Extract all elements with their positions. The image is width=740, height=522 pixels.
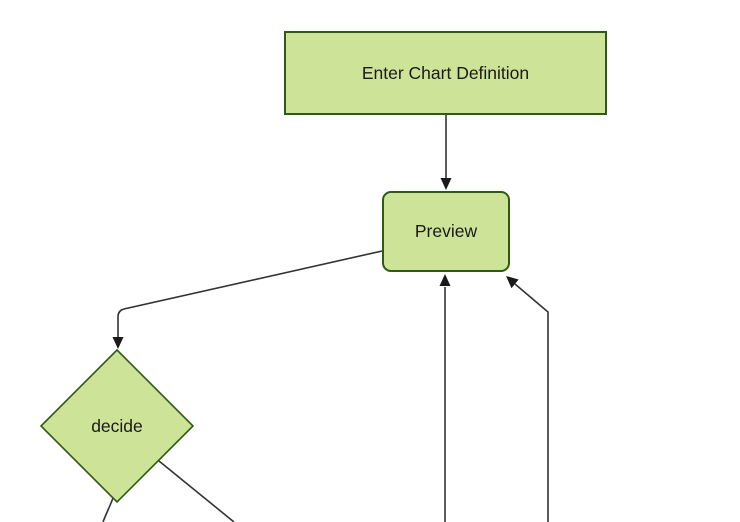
node-preview: Preview (382, 191, 510, 272)
edge-preview-to-decide (112, 250, 383, 349)
edge-bottom-to-preview (439, 274, 451, 522)
edge-decide-to-offscreen-left (102, 497, 114, 522)
node-preview-label: Preview (414, 221, 478, 241)
edge-enter-to-preview (440, 115, 452, 190)
edge-decide-to-offscreen-right (158, 460, 235, 522)
edge-bottom-right-to-preview (506, 276, 549, 522)
node-decide-shape (39, 348, 195, 504)
node-enter-chart-definition: Enter Chart Definition (284, 31, 607, 115)
node-enter-chart-definition-label: Enter Chart Definition (361, 62, 530, 83)
